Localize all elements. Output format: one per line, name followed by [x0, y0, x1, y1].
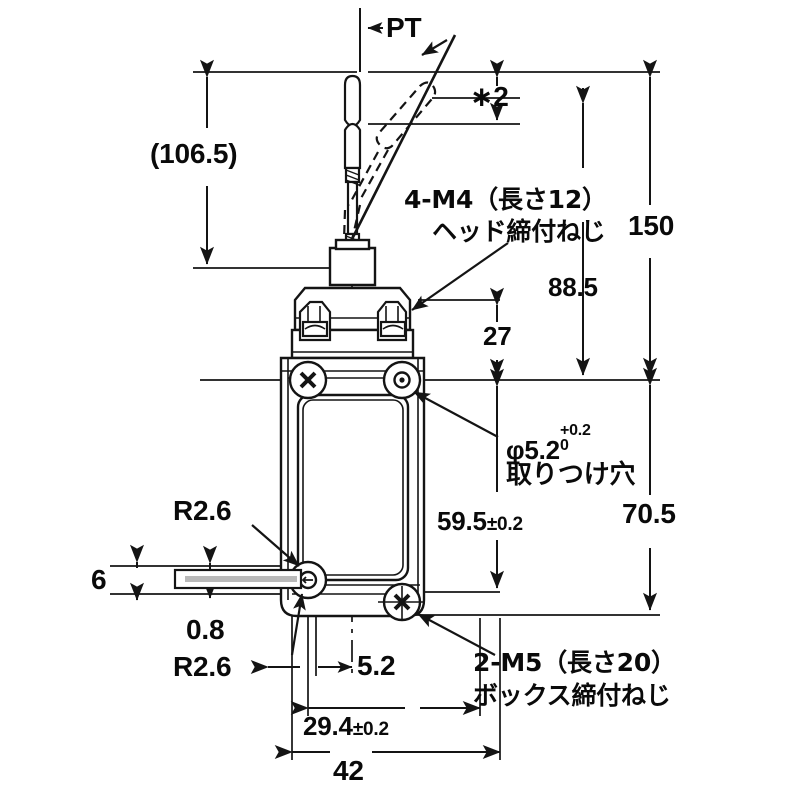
pt-axis-line [342, 34, 457, 256]
mount-hole-bl-mark [301, 576, 313, 584]
rod-segment-2 [343, 122, 362, 170]
label-width-42: 42 [333, 755, 364, 786]
screw-top-left-cross [299, 371, 317, 389]
screw-bottom-right [378, 582, 424, 622]
head-screw-left-head [301, 320, 329, 338]
leader-phi52 [413, 391, 499, 438]
label-head-screw-line1: 4-M4（長さ12） [404, 185, 607, 214]
screw-top-left [288, 360, 328, 400]
label-pt: PT [386, 12, 422, 43]
rod-deflected-shaft-b [348, 151, 379, 206]
head-screw-right-slot [382, 324, 404, 330]
mount-hole-tol-lower: 0 [559, 437, 569, 454]
actuator-rod [343, 74, 362, 250]
label-mount-hole-text: 取りつけ穴 [506, 460, 636, 490]
rod-deflected-shaft-c [350, 204, 362, 241]
label-pitch-595: 59.5±0.2 [437, 508, 523, 534]
label-star2: ∗2 [470, 81, 509, 112]
leader-4m4 [411, 242, 509, 311]
pt-witness [359, 8, 383, 72]
mount-hole-tol-upper: +0.2 [559, 422, 591, 439]
horizontal-dimensions [250, 659, 501, 760]
head-screw-leader [411, 242, 509, 311]
hole-leader [413, 391, 499, 438]
leader-r26-top [251, 524, 300, 567]
screw-br-centremark [378, 586, 424, 620]
label-dim-6: 6 [91, 564, 107, 595]
label-radius-bottom: R2.6 [173, 651, 232, 682]
label-height-27: 27 [483, 321, 512, 351]
body-inner-face-2 [302, 399, 404, 576]
rod-deflected-shaft-a [359, 149, 389, 201]
head-screw-left [298, 300, 332, 342]
head-screw-left-slot [304, 324, 326, 330]
head-screw-right-head [379, 320, 407, 338]
label-pitch-294: 29.4±0.2 [303, 713, 389, 739]
pitch-294-value: 29.4 [303, 711, 353, 741]
leader-2m5 [417, 613, 496, 656]
label-height-705: 70.5 [622, 498, 676, 529]
pitch-595-value: 59.5 [437, 506, 487, 536]
label-dim-08: 0.8 [186, 614, 225, 645]
label-height-885: 88.5 [548, 272, 598, 302]
label-head-screw-line2: ヘッド締付ねじ [432, 217, 606, 246]
rod-tip [343, 74, 362, 128]
rod-deflected-outline [342, 81, 437, 241]
head-neck [328, 246, 377, 287]
rod-deflected-shaft-d [342, 209, 347, 241]
extension-lines [193, 71, 660, 616]
label-box-screw-line2: ボックス締付ねじ [473, 681, 671, 710]
mount-hole-tr-dot [399, 377, 405, 383]
label-radius-top: R2.6 [173, 495, 232, 526]
pt-leader [421, 39, 448, 56]
radius-leaders [251, 524, 306, 656]
label-height-bracket: (106.5) [150, 138, 238, 169]
head-neck-collar [334, 238, 371, 251]
box-screw-leader [417, 613, 496, 656]
rod-deflected-tip [375, 81, 437, 150]
label-height-150: 150 [628, 210, 675, 241]
pitch-294-tol: ±0.2 [352, 719, 389, 740]
left-plate-shade [185, 576, 297, 582]
label-box-screw-line1: 2-M5（長さ20） [473, 648, 676, 677]
head-screw-right-shank [385, 306, 399, 322]
mount-hole-value: φ5.2 [506, 435, 560, 465]
body-inner-face [296, 393, 410, 582]
left-witness-lines [110, 565, 300, 595]
mounting-hole-top-right [382, 360, 422, 400]
label-dim-52: 5.2 [357, 650, 396, 681]
head-screw-right [376, 300, 408, 342]
head-screw-left-shank [307, 306, 321, 322]
pitch-595-tol: ±0.2 [486, 514, 523, 535]
left-plate [173, 568, 303, 590]
vertical-dimensions [129, 59, 658, 611]
leader-r26-bottom [290, 593, 306, 656]
pt-leader-arrow [421, 39, 448, 56]
